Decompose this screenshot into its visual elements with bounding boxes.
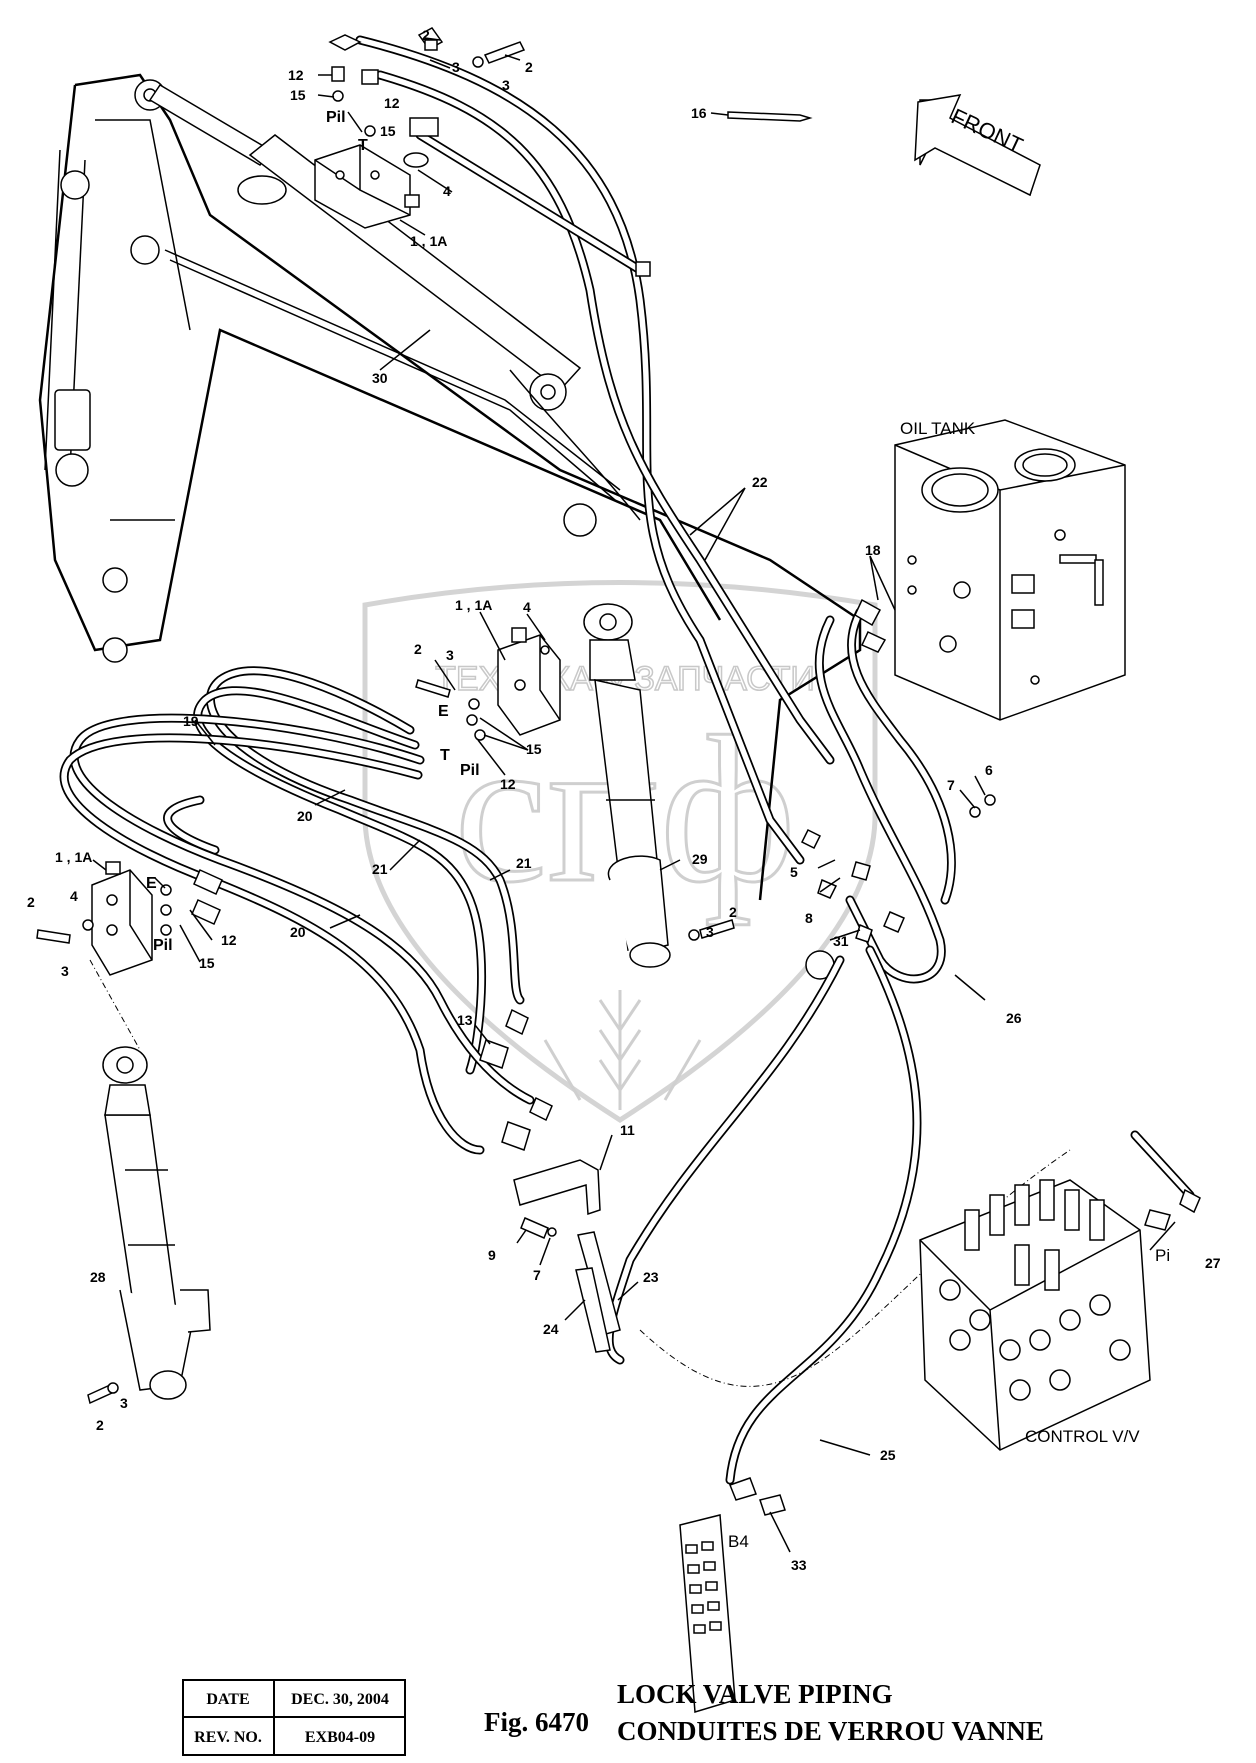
callout-1-1a: 1 , 1A <box>410 233 447 249</box>
callout-3: 3 <box>61 963 69 979</box>
callout-15: 15 <box>380 123 396 139</box>
callout-2: 2 <box>414 641 422 657</box>
title-block: DATE DEC. 30, 2004 REV. NO. EXB04-09 <box>182 1679 406 1756</box>
callout-13: 13 <box>457 1012 473 1028</box>
rev-value: EXB04-09 <box>305 1729 375 1746</box>
hoses-19-20-21 <box>59 666 535 1155</box>
oil-tank <box>894 419 1126 721</box>
callout-18: 18 <box>865 542 881 558</box>
callout-5: 5 <box>790 864 798 880</box>
callout-4: 4 <box>70 888 78 904</box>
callout-30: 30 <box>372 370 388 386</box>
callout-3: 3 <box>706 924 714 940</box>
watermark-wheat-icon <box>543 990 702 1110</box>
callout-2: 2 <box>729 904 737 920</box>
callout-33: 33 <box>791 1557 807 1573</box>
callout-2: 2 <box>525 59 533 75</box>
callout-t: T <box>440 747 450 764</box>
figure-number: Fig. 6470 <box>484 1707 589 1737</box>
callout-1-1a: 1 , 1A <box>455 597 492 613</box>
callout-23: 23 <box>643 1269 659 1285</box>
rev-label: REV. NO. <box>194 1729 262 1746</box>
callout-3: 3 <box>502 77 510 93</box>
date-label: DATE <box>206 1691 249 1708</box>
callout-20: 20 <box>297 808 313 824</box>
callout-12: 12 <box>221 932 237 948</box>
callout-15: 15 <box>290 87 306 103</box>
callout-27: 27 <box>1205 1255 1221 1271</box>
title-english: LOCK VALVE PIPING <box>617 1679 893 1709</box>
front-arrow: FRONT <box>914 94 1041 197</box>
lock-valve-upper <box>314 144 420 229</box>
callout-7: 7 <box>533 1267 541 1283</box>
callout-26: 26 <box>1006 1010 1022 1026</box>
callout-pil: Pil <box>326 109 346 126</box>
fittings-13 <box>479 1008 553 1151</box>
callout-8: 8 <box>805 910 813 926</box>
hose-22 <box>355 35 835 865</box>
callout-16: 16 <box>691 105 707 121</box>
callout-t: T <box>358 137 368 154</box>
callout-31: 31 <box>833 933 849 949</box>
callout-3: 3 <box>452 59 460 75</box>
callout-21: 21 <box>516 855 532 871</box>
callout-2: 2 <box>422 27 430 43</box>
figure-title: Fig. 6470 LOCK VALVE PIPING CONDUITES DE… <box>484 1679 1044 1746</box>
callout-4: 4 <box>443 183 451 199</box>
callout-12: 12 <box>500 776 516 792</box>
bracket-11 <box>513 1159 601 1216</box>
callout-2: 2 <box>27 894 35 910</box>
callout-12: 12 <box>288 67 304 83</box>
callout-2: 2 <box>96 1417 104 1433</box>
callout-20: 20 <box>290 924 306 940</box>
cable-tie-16 <box>727 111 813 122</box>
callout-pil: Pil <box>460 762 480 779</box>
hose-23-24 <box>575 1231 621 1353</box>
callout-pil: Pil <box>153 937 173 954</box>
callout-e: E <box>146 875 157 892</box>
cylinder-29 <box>583 603 735 968</box>
callout-pi: Pi <box>1155 1246 1170 1265</box>
lock-valve-left <box>36 861 223 976</box>
fittings-5-8-31 <box>800 794 996 943</box>
control-valve <box>919 1179 1151 1451</box>
hose-26 <box>814 598 956 984</box>
callout-6: 6 <box>985 762 993 778</box>
oil-tank-label: OIL TANK <box>900 419 976 438</box>
callout-9: 9 <box>488 1247 496 1263</box>
callout-11: 11 <box>620 1122 635 1138</box>
callout-25: 25 <box>880 1447 896 1463</box>
hose-27 <box>1130 1130 1201 1231</box>
callout-19: 19 <box>183 713 199 729</box>
callout-29: 29 <box>692 851 708 867</box>
callout-4: 4 <box>523 599 531 615</box>
bolt-9 <box>520 1217 557 1239</box>
callout-15: 15 <box>526 741 542 757</box>
callout-e: E <box>438 703 449 720</box>
cylinder-28 <box>87 959 211 1405</box>
control-valve-label: CONTROL V/V <box>1025 1427 1140 1446</box>
hose-25 <box>604 945 1071 1485</box>
callout-b4: B4 <box>728 1532 749 1551</box>
title-french: CONDUITES DE VERROU VANNE <box>617 1716 1044 1746</box>
callouts: 2 3 2 3 12 15 Pil 12 15 T 4 1 , 1A 16 30… <box>27 27 1221 1573</box>
callout-24: 24 <box>543 1321 559 1337</box>
leader-lines <box>92 37 1176 1553</box>
date-value: DEC. 30, 2004 <box>291 1691 389 1708</box>
callout-3: 3 <box>120 1395 128 1411</box>
pipe-30 <box>164 249 621 491</box>
callout-21: 21 <box>372 861 388 877</box>
lock-valve-middle <box>415 627 561 741</box>
port-plate-b4 <box>679 1477 786 1713</box>
callout-7: 7 <box>947 777 955 793</box>
callout-1-1a: 1 , 1A <box>55 849 92 865</box>
callout-22: 22 <box>752 474 768 490</box>
callout-15: 15 <box>199 955 215 971</box>
callout-28: 28 <box>90 1269 106 1285</box>
callout-3: 3 <box>446 647 454 663</box>
callout-12: 12 <box>384 95 400 111</box>
